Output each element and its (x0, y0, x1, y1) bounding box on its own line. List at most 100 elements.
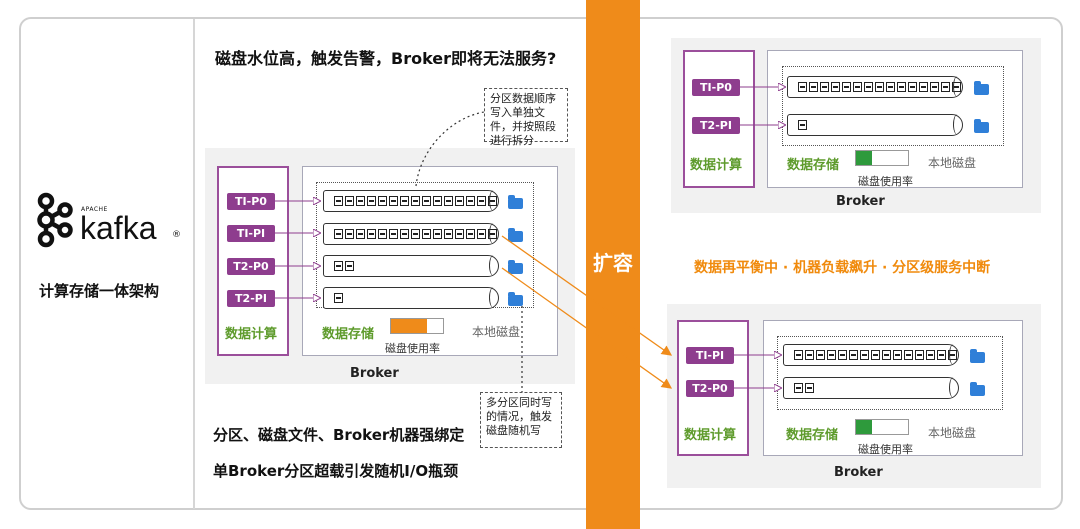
segment-block (937, 350, 946, 360)
segment-block (908, 82, 917, 92)
broker-label: Broker (836, 194, 885, 209)
segment-block (875, 82, 884, 92)
segment-block (455, 196, 464, 206)
segment-block (411, 229, 420, 239)
segment-cylinder (323, 287, 499, 309)
local-disk-label: 本地磁盘 (472, 325, 521, 339)
disk-usage-bar (855, 150, 909, 166)
segment-block (389, 196, 398, 206)
compute-label: 数据计算 (225, 327, 278, 342)
section-divider (193, 19, 195, 509)
disk-usage-fill (391, 319, 428, 333)
segment-block (488, 196, 497, 206)
segment-block (444, 196, 453, 206)
compute-label: 数据计算 (690, 158, 743, 173)
segment-block (794, 383, 803, 393)
segment-block (345, 261, 354, 271)
disk-usage-fill (856, 151, 872, 165)
folder-icon (508, 260, 523, 274)
usage-label: 磁盘使用率 (858, 175, 913, 188)
segment-cylinder (787, 76, 963, 98)
broker-label: Broker (350, 366, 399, 381)
segment-block (798, 82, 807, 92)
local-disk-label: 本地磁盘 (928, 426, 977, 440)
segment-cylinder (323, 223, 499, 245)
segment-block (433, 196, 442, 206)
segment-block (422, 229, 431, 239)
segment-cylinder (787, 114, 963, 136)
segment-block (334, 293, 343, 303)
local-disk-label: 本地磁盘 (928, 156, 977, 170)
folder-icon (508, 228, 523, 242)
segment-block (893, 350, 902, 360)
left-subtitle: 计算存储一体架构 (39, 282, 160, 300)
segment-block (378, 196, 387, 206)
dotted-group-right-top (782, 66, 1004, 146)
folder-icon (508, 195, 523, 209)
segment-block (400, 196, 409, 206)
kafka-logo-icon (37, 192, 73, 248)
segment-block (853, 82, 862, 92)
broker-label: Broker (834, 465, 883, 480)
segment-block (356, 196, 365, 206)
folder-icon (508, 292, 523, 306)
segment-block (926, 350, 935, 360)
segment-block (805, 350, 814, 360)
segment-block (919, 82, 928, 92)
segment-block (334, 196, 343, 206)
segment-block (400, 229, 409, 239)
segment-block (941, 82, 950, 92)
segment-block (367, 229, 376, 239)
disk-usage-bar (390, 318, 444, 334)
segment-block (860, 350, 869, 360)
usage-label: 磁盘使用率 (385, 342, 440, 355)
folder-icon (974, 81, 989, 95)
note-random-write: 多分区同时写的情况，触发磁盘随机写 (480, 392, 562, 448)
segment-block (466, 229, 475, 239)
segment-block (411, 196, 420, 206)
storage-label: 数据存储 (786, 428, 839, 443)
segment-block (930, 82, 939, 92)
segment-block (334, 261, 343, 271)
segment-block (842, 82, 851, 92)
segment-cylinder (323, 190, 499, 212)
segment-cylinder (783, 344, 959, 366)
segment-block (455, 229, 464, 239)
scale-out-label: 扩容 (593, 251, 633, 275)
segment-block (816, 350, 825, 360)
segment-block (466, 196, 475, 206)
segment-block (444, 229, 453, 239)
segment-block (838, 350, 847, 360)
segment-block (794, 350, 803, 360)
usage-label: 磁盘使用率 (858, 443, 913, 456)
partition-tag: TI-P0 (227, 193, 275, 210)
note-sequential-write: 分区数据顺序写入单独文件，并按照段进行拆分 (484, 88, 568, 147)
bottom-line-1: 分区、磁盘文件、Broker机器强绑定 (213, 426, 465, 444)
logo-text: kafka (80, 210, 157, 246)
storage-label: 数据存储 (787, 158, 840, 173)
partition-tag: T2-PI (692, 117, 740, 134)
storage-label: 数据存储 (322, 327, 375, 342)
rebalance-text: 数据再平衡中 · 机器负载飙升 · 分区级服务中断 (694, 260, 991, 276)
partition-tag: TI-PI (227, 225, 275, 242)
segment-block (820, 82, 829, 92)
segment-block (477, 196, 486, 206)
segment-block (871, 350, 880, 360)
segment-block (886, 82, 895, 92)
segment-block (904, 350, 913, 360)
outer-frame (19, 17, 1063, 510)
folder-icon (974, 119, 989, 133)
compute-label: 数据计算 (684, 428, 737, 443)
partition-tag: T2-P0 (227, 258, 275, 275)
segment-block (864, 82, 873, 92)
kafka-logo: APACHE kafka ® (36, 192, 186, 252)
partition-tag: T2-PI (227, 290, 275, 307)
segment-block (948, 350, 957, 360)
folder-icon (970, 382, 985, 396)
segment-block (334, 229, 343, 239)
segment-block (367, 196, 376, 206)
segment-block (809, 82, 818, 92)
segment-block (356, 229, 365, 239)
segment-block (389, 229, 398, 239)
partition-tag: TI-P0 (692, 79, 740, 96)
